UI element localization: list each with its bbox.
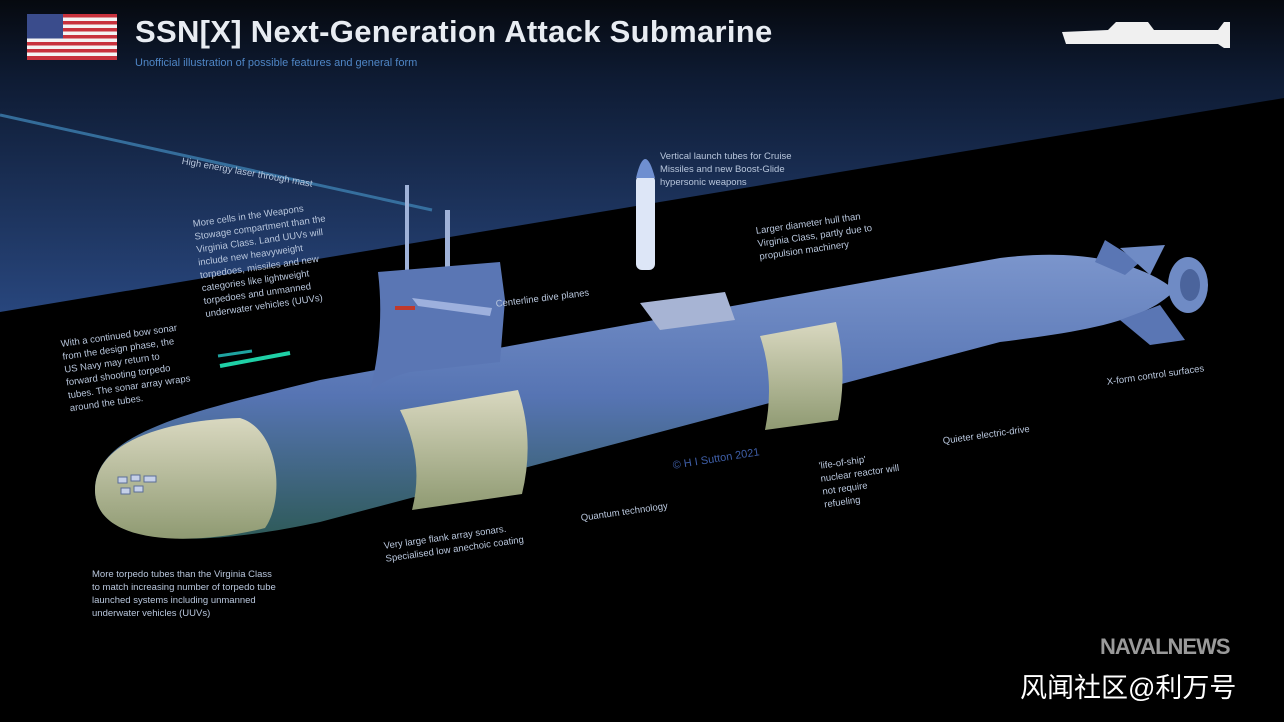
x-form-control-surface bbox=[1120, 305, 1185, 345]
flank-array-panel bbox=[400, 390, 528, 510]
watermark: 风闻社区@利万号 bbox=[1020, 673, 1237, 703]
sail-marker bbox=[395, 306, 415, 310]
annotation-weapons: More cells in the Weapons Stowage compar… bbox=[192, 203, 327, 320]
page-subtitle: Unofficial illustration of possible feat… bbox=[135, 57, 418, 69]
sail-dive-plane bbox=[412, 298, 492, 316]
laser-beam bbox=[0, 113, 433, 212]
annotation-torpedo-tubes: More torpedo tubes than the Virginia Cla… bbox=[92, 569, 276, 619]
mast bbox=[445, 210, 450, 270]
submarine-hull bbox=[95, 254, 1175, 539]
cruise-missile bbox=[636, 159, 655, 270]
x-form-control-surface bbox=[1095, 240, 1140, 275]
torpedo-tube-hatches bbox=[117, 474, 157, 495]
uuv-marker bbox=[219, 351, 291, 368]
annotation-vls: Vertical launch tubes for Cruise Missile… bbox=[660, 151, 792, 188]
water-surface-region bbox=[0, 0, 1284, 312]
covert-shores-logo bbox=[1058, 14, 1246, 56]
naval-news-logo: NAVALNEWS bbox=[1100, 634, 1231, 659]
flank-array-panel bbox=[760, 322, 843, 430]
mast bbox=[405, 185, 409, 275]
uuv-marker bbox=[217, 349, 253, 358]
sail bbox=[370, 262, 505, 392]
propulsor-hub bbox=[1180, 269, 1200, 301]
page-title: SSN[X] Next-Generation Attack Submarine bbox=[135, 14, 773, 49]
us-flag-icon bbox=[27, 14, 117, 60]
vls-hatch-panel bbox=[640, 292, 735, 330]
x-form-control-surface bbox=[1120, 245, 1165, 275]
bow-sonar-panel bbox=[95, 418, 277, 539]
annotation-reactor: 'life-of-ship' nuclear reactor will not … bbox=[818, 454, 900, 511]
